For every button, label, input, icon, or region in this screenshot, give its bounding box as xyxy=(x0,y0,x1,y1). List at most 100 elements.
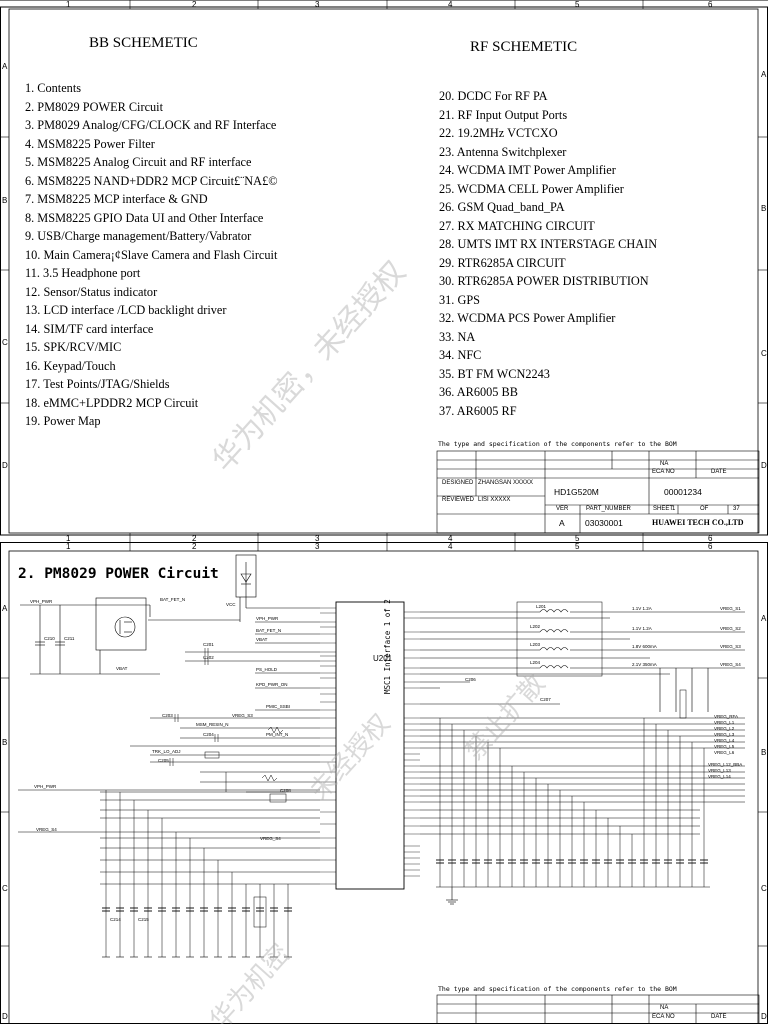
contents-item[interactable]: 7. MSM8225 MCP interface & GND xyxy=(25,192,208,206)
net-label: MSM_RESIN_N xyxy=(196,722,229,727)
ldo-net-label: VREG_RFA xyxy=(714,714,739,719)
contents-item[interactable]: 22. 19.2MHz VCTCXO xyxy=(439,126,558,140)
contents-item[interactable]: 13. LCD interface /LCD backlight driver xyxy=(25,303,227,317)
zone-number: 4 xyxy=(448,534,453,542)
page-title: 2. PM8029 POWER Circuit xyxy=(18,566,219,582)
bom-note: The type and specification of the compon… xyxy=(438,440,677,448)
capacitor-label: C202 xyxy=(203,655,214,660)
contents-item[interactable]: 3. PM8029 Analog/CFG/CLOCK and RF Interf… xyxy=(25,118,277,132)
capacitor-label: C215 xyxy=(138,917,149,922)
zone-number: 6 xyxy=(708,534,713,542)
contents-item[interactable]: 25. WCDMA CELL Power Amplifier xyxy=(439,181,624,196)
inductor-label: L203 xyxy=(530,642,541,647)
contents-item[interactable]: 10. Main Camera¡¢Slave Camera and Flash … xyxy=(25,247,278,262)
zone-number: 2 xyxy=(192,534,197,542)
chip-interface-label: MSC1 Interface 1 of 2 xyxy=(383,599,392,694)
contents-item[interactable]: 11. 3.5 Headphone port xyxy=(25,266,141,280)
contents-item[interactable]: 29. RTR6285A CIRCUIT xyxy=(439,255,566,270)
rail-name: VREG_S3 xyxy=(720,644,741,649)
contents-item[interactable]: 14. SIM/TF card interface xyxy=(25,321,154,336)
zone-number: 3 xyxy=(315,534,320,542)
contents-item[interactable]: 34. NFC xyxy=(439,348,482,362)
contents-item[interactable]: 18. eMMC+LPDDR2 MCP Circuit xyxy=(25,395,199,410)
zone-number: 6 xyxy=(708,0,713,9)
net-label: VREG_S4 xyxy=(36,827,57,832)
capacitor-label: C201 xyxy=(203,642,214,647)
battery-fet-circuit xyxy=(20,597,241,675)
zone-letter: C xyxy=(761,349,767,358)
rf-schematic-heading: RF SCHEMETIC xyxy=(470,39,578,55)
contents-item[interactable]: 26. GSM Quad_band_PA xyxy=(439,200,565,214)
rail-current: 1.1V 1.2A xyxy=(632,626,652,631)
inductor-label: L202 xyxy=(530,624,541,629)
net-label: PM_INT_N xyxy=(266,732,289,737)
contents-item[interactable]: 21. RF Input Output Ports xyxy=(439,107,568,122)
ldo-net-label: VREG_L6 xyxy=(714,750,735,755)
contents-item[interactable]: 15. SPK/RCV/MIC xyxy=(25,340,122,354)
net-label: TRK_LO_ADJ xyxy=(152,749,181,754)
zone-number: 1 xyxy=(66,542,71,551)
bb-schematic-heading: BB SCHEMETIC xyxy=(89,35,198,51)
tb-part-label: PART_NUMBER xyxy=(586,506,631,512)
rail-name: VREG_S2 xyxy=(720,626,741,631)
contents-item[interactable]: 12. Sensor/Status indicator xyxy=(25,284,158,299)
tb-eca-no: ECA NO xyxy=(652,469,675,475)
contents-item[interactable]: 19. Power Map xyxy=(25,414,101,428)
contents-item[interactable]: 37. AR6005 RF xyxy=(439,403,517,418)
zone-letter: A xyxy=(761,70,767,79)
inductor-label: L201 xyxy=(536,604,547,609)
inductor-label: L204 xyxy=(530,660,541,665)
contents-item[interactable]: 32. WCDMA PCS Power Amplifier xyxy=(439,311,616,325)
contents-item[interactable]: 2. PM8029 POWER Circuit xyxy=(25,99,164,114)
net-label: VPH_PWR xyxy=(34,784,57,789)
zone-number: 5 xyxy=(575,534,580,542)
capacitor-label: C214 xyxy=(110,917,121,922)
contents-item[interactable]: 24. WCDMA IMT Power Amplifier xyxy=(439,163,616,177)
tb-doc-number: 00001234 xyxy=(664,487,702,497)
contents-item[interactable]: 9. USB/Charge management/Battery/Vabrato… xyxy=(25,229,252,243)
ldo-net-label: VREG_L1 xyxy=(714,720,735,725)
zone-letter: D xyxy=(761,1012,767,1021)
zone-letter: A xyxy=(2,62,8,71)
contents-item[interactable]: 5. MSM8225 Analog Circuit and RF interfa… xyxy=(25,155,252,169)
contents-item[interactable]: 35. BT FM WCN2243 xyxy=(439,366,550,381)
contents-item[interactable]: 6. MSM8225 NAND+DDR2 MCP Circuit£¨NA£© xyxy=(25,173,278,188)
tb-model: HD1G520M xyxy=(554,487,599,497)
zone-letter: B xyxy=(2,196,8,205)
contents-item[interactable]: 20. DCDC For RF PA xyxy=(439,89,548,103)
capacitor-label: C207 xyxy=(540,697,551,702)
input-capacitor-bank xyxy=(102,790,292,958)
zone-number: 5 xyxy=(575,0,580,9)
net-label: VCC xyxy=(226,602,236,607)
contents-item[interactable]: 16. Keypad/Touch xyxy=(25,358,116,373)
contents-item[interactable]: 28. UMTS IMT RX INTERSTAGE CHAIN xyxy=(439,237,658,251)
zone-letter: D xyxy=(2,1012,8,1021)
contents-item[interactable]: 27. RX MATCHING CIRCUIT xyxy=(439,218,595,233)
contents-item[interactable]: 4. MSM8225 Power Filter xyxy=(25,136,155,151)
contents-item[interactable]: 8. MSM8225 GPIO Data UI and Other Interf… xyxy=(25,210,264,225)
ldo-net-label: VREG_L4 xyxy=(714,738,735,743)
net-label: VBAT xyxy=(116,666,128,671)
contents-item[interactable]: 17. Test Points/JTAG/Shields xyxy=(25,377,170,391)
zone-letter: C xyxy=(761,884,767,893)
ldo-capacitor-bank xyxy=(436,718,710,888)
zone-letter: D xyxy=(761,461,767,470)
contents-item[interactable]: 33. NA xyxy=(439,329,476,344)
zone-letter: B xyxy=(761,748,767,757)
zone-number: 1 xyxy=(66,0,71,9)
net-label: BAT_FET_N xyxy=(256,628,282,633)
rail-current: 1.8V 600mA xyxy=(632,644,657,649)
ldo-net-label: VREG_L5 xyxy=(714,744,735,749)
contents-item[interactable]: 36. AR6005 BB xyxy=(439,385,518,399)
contents-item[interactable]: 30. RTR6285A POWER DISTRIBUTION xyxy=(439,274,649,288)
contents-item[interactable]: 1. Contents xyxy=(25,81,82,95)
capacitor-label: C203 xyxy=(162,713,173,718)
net-label: VPH_PWR xyxy=(30,599,53,604)
tb-na: NA xyxy=(660,461,669,467)
tb-eca-no: ECA NO xyxy=(652,1014,675,1020)
zone-letter: C xyxy=(2,338,8,347)
zone-number: 3 xyxy=(315,542,320,551)
contents-item[interactable]: 23. Antenna Switchplexer xyxy=(439,144,567,159)
contents-item[interactable]: 31. GPS xyxy=(439,292,481,307)
zone-letter: A xyxy=(761,614,767,623)
